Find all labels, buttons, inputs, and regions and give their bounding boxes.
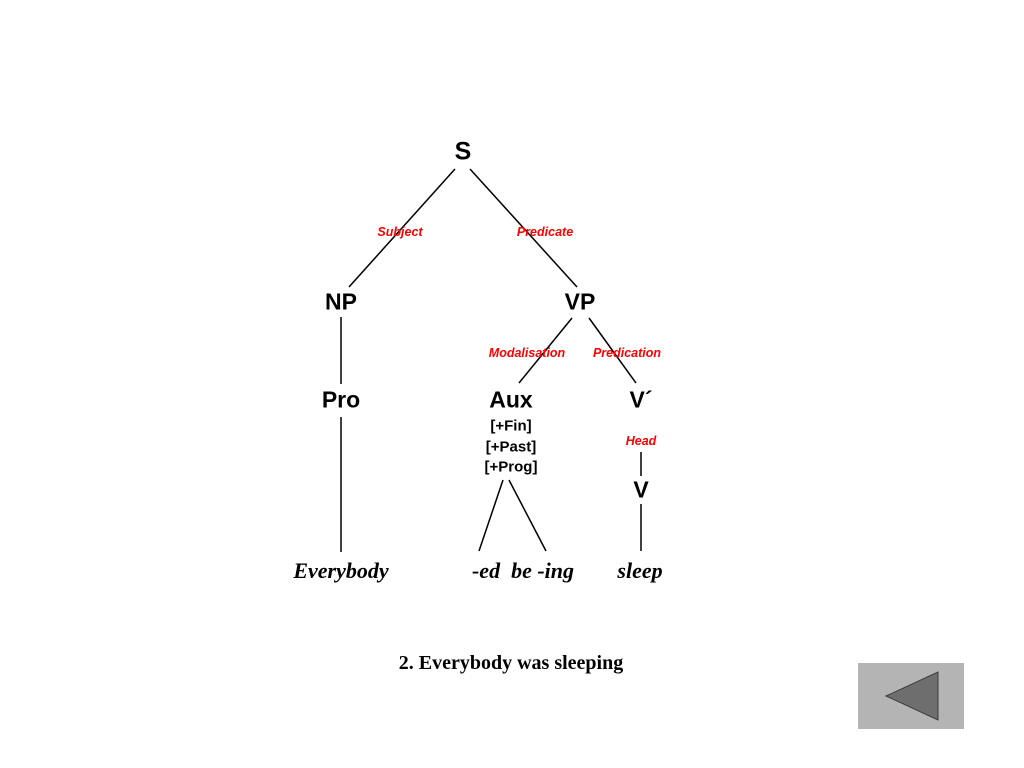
aux-feature-past: [+Past] [485,438,537,456]
node-np: NP [325,288,357,315]
edge-aux-ing [508,479,547,552]
aux-feature-fin: [+Fin] [490,417,532,435]
edge-aux-ed [478,479,504,552]
node-aux: Aux [489,386,533,413]
terminal-everybody: Everybody [293,558,389,583]
terminal-aux-morphemes: -ed be -ing [471,558,575,583]
back-button[interactable] [858,663,964,729]
node-s: S [454,137,472,166]
edge-label-modalisation: Modalisation [488,345,566,360]
node-vp: VP [564,288,596,315]
terminal-sleep: sleep [617,558,663,583]
edge-label-predication: Predication [592,345,662,360]
edge-label-predicate: Predicate [516,224,574,239]
node-v: V [633,476,649,503]
edge-label-head: Head [625,433,657,448]
back-triangle-icon [884,671,939,721]
node-vbar: V´ [629,386,653,413]
node-pro: Pro [321,386,361,413]
aux-feature-prog: [+Prog] [484,458,538,476]
slide-caption: 2. Everybody was sleeping [398,652,624,674]
edge-label-subject: Subject [377,224,423,239]
